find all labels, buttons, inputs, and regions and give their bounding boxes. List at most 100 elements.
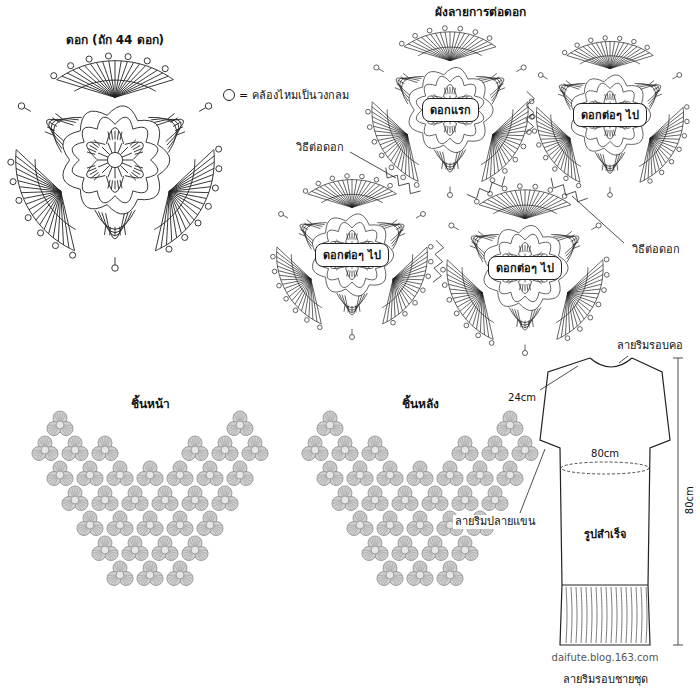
chain-loop	[146, 142, 158, 160]
stitch	[560, 90, 566, 93]
yoke-stitch	[92, 550, 102, 551]
picot	[677, 73, 682, 78]
stitch	[171, 118, 178, 123]
stitch	[493, 117, 528, 135]
chain-loop	[623, 91, 634, 102]
chain-loop	[443, 123, 457, 136]
stitch	[119, 227, 121, 236]
stitch	[392, 220, 397, 224]
stitch	[199, 108, 206, 112]
stitch	[570, 138, 572, 178]
stitch	[47, 127, 55, 131]
picot	[489, 341, 494, 346]
yoke-stitch	[332, 450, 342, 451]
chain-loop	[138, 120, 160, 144]
yoke-center	[101, 446, 109, 454]
yoke-stitch	[167, 575, 177, 576]
stitch	[352, 187, 384, 208]
stitch	[97, 160, 108, 161]
yoke-stitch	[213, 501, 222, 504]
stitch	[169, 162, 214, 191]
yoke-center	[221, 446, 229, 454]
yoke-stitch	[92, 500, 102, 501]
yoke-stitch	[327, 463, 329, 473]
picot	[345, 174, 350, 179]
picot	[105, 53, 111, 59]
stitch	[549, 138, 570, 156]
picot	[659, 170, 663, 174]
join-chain	[525, 91, 534, 133]
stitch	[123, 160, 134, 161]
chain-loop	[80, 111, 107, 131]
picot	[51, 73, 57, 79]
chain-loop	[337, 293, 368, 308]
stitch	[401, 77, 407, 81]
yoke-motif	[92, 536, 118, 561]
yoke-motif	[332, 486, 358, 511]
picot	[125, 54, 131, 60]
chain-loop	[604, 144, 627, 155]
chain-loop	[473, 236, 495, 256]
stitch	[611, 94, 613, 100]
yoke-stitch	[192, 438, 194, 448]
stitch	[277, 247, 311, 279]
stitch	[451, 126, 453, 133]
yoke-center	[416, 471, 424, 479]
yoke-stitch	[526, 452, 531, 460]
yoke-stitch	[121, 477, 126, 485]
stitch	[393, 257, 427, 279]
yoke-stitch	[363, 501, 372, 504]
chain-loop	[345, 230, 358, 242]
yoke-stitch	[91, 513, 93, 523]
stitch	[568, 293, 581, 323]
yoke-stitch	[462, 438, 464, 448]
stitch	[376, 135, 407, 136]
stitch	[133, 145, 140, 149]
yoke-stitch	[467, 475, 477, 476]
picot	[216, 146, 222, 152]
stitch	[416, 215, 421, 218]
yoke-stitch	[477, 463, 479, 473]
stitch	[108, 180, 110, 188]
stitch	[124, 226, 125, 235]
yoke-stitch	[136, 488, 138, 498]
picot	[529, 114, 534, 119]
yoke-stitch	[177, 513, 179, 523]
yoke-stitch	[222, 488, 224, 498]
stitch	[115, 181, 116, 190]
stitch	[522, 245, 524, 252]
yoke-stitch	[153, 501, 162, 504]
yoke-center	[341, 496, 349, 504]
yoke-center	[371, 446, 379, 454]
yoke-stitch	[136, 502, 141, 510]
picot	[25, 215, 31, 221]
fan-edge	[447, 260, 493, 340]
yoke-stitch	[93, 451, 102, 454]
yoke-center	[521, 446, 529, 454]
stitch	[450, 39, 483, 60]
stitch	[115, 131, 116, 140]
picot	[86, 56, 92, 62]
chain-loop	[627, 126, 643, 144]
yoke-motif	[497, 461, 523, 486]
stitch	[672, 76, 677, 79]
yoke-stitch	[61, 413, 63, 423]
chain-loop	[499, 242, 511, 254]
yoke-stitch	[453, 451, 462, 454]
yoke-stitch	[256, 452, 261, 460]
picot	[596, 223, 601, 228]
stitch	[16, 168, 61, 191]
yoke-center	[191, 496, 199, 504]
stitch	[73, 70, 115, 97]
yoke-motif	[212, 436, 238, 461]
chain-loop	[345, 295, 359, 315]
yoke-stitch	[346, 502, 351, 510]
yoke-stitch	[376, 452, 381, 460]
picot	[522, 350, 527, 355]
yoke-stitch	[32, 450, 42, 451]
yoke-stitch	[226, 452, 231, 460]
stitch	[118, 143, 122, 153]
stitch	[564, 84, 569, 88]
yoke-stitch	[181, 527, 186, 535]
yoke-stitch	[108, 476, 117, 479]
